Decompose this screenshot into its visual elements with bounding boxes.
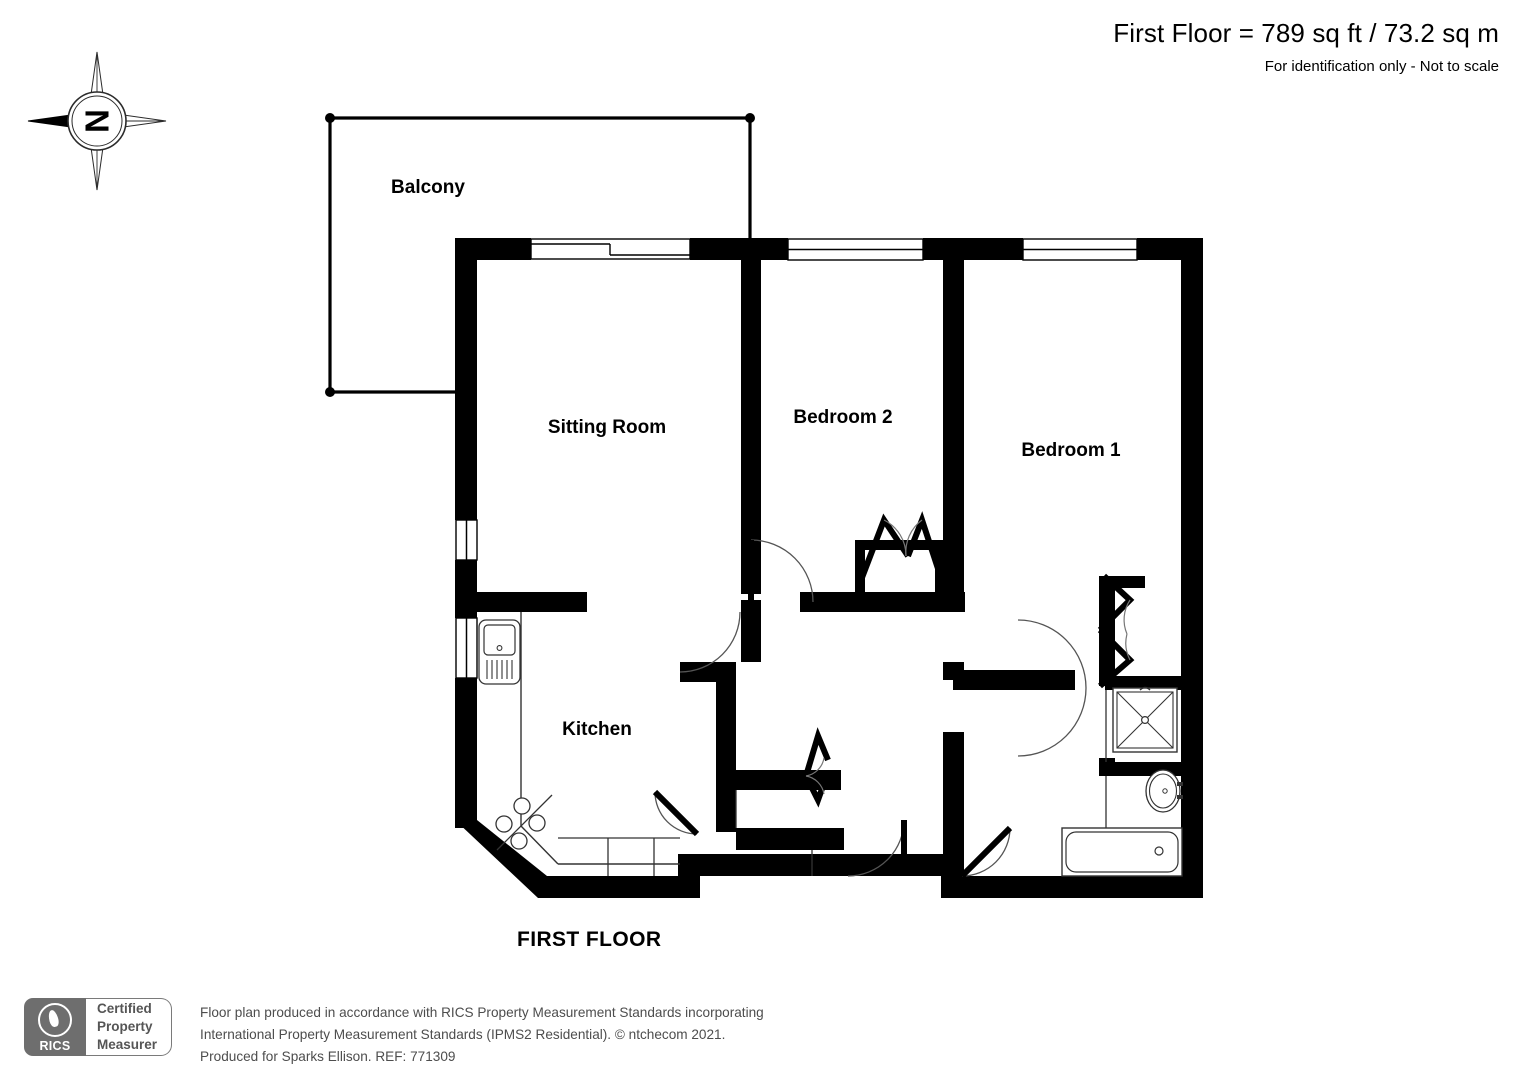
door-bathroom [959, 825, 1013, 879]
rics-line-2: Property [97, 1018, 153, 1034]
footer-disclaimer: Floor plan produced in accordance with R… [200, 998, 764, 1068]
exterior-walls [455, 238, 1203, 898]
svg-text:N: N [79, 109, 116, 133]
page-title: First Floor = 789 sq ft / 73.2 sq m [1113, 18, 1499, 48]
room-label-balcony: Balcony [391, 177, 465, 198]
door-hall-cupboard [760, 727, 831, 808]
door-kitchen [679, 611, 741, 673]
rics-emblem-icon [38, 1002, 72, 1037]
door-store [652, 789, 700, 837]
window-sliding-door [530, 238, 691, 260]
page-subtitle: For identification only - Not to scale [1264, 58, 1499, 75]
balcony-corner-dot [325, 387, 335, 397]
header-block: First Floor = 789 sq ft / 73.2 sq m For … [1113, 18, 1499, 75]
footer-note-line-2: International Property Measurement Stand… [200, 1027, 726, 1043]
room-label-bedroom-1: Bedroom 1 [1021, 440, 1121, 461]
door-bedroom-1-wardrobe [1097, 573, 1135, 689]
floor-title: FIRST FLOOR [517, 928, 662, 951]
rics-logo-icon: RICS [24, 998, 86, 1056]
interior-walls [477, 238, 1183, 878]
door-sitting-room [748, 539, 814, 603]
door-hall-lower [847, 819, 907, 877]
compass-rose-north-icon: N [22, 46, 172, 196]
kitchen-hob [495, 797, 546, 850]
doors [652, 511, 1135, 879]
rics-wordmark: RICS [39, 1038, 71, 1053]
bathroom-fittings [1061, 686, 1183, 877]
rics-certification-badge: RICS Certified Property Measurer [24, 998, 173, 1056]
balcony-corner-dot [745, 113, 755, 123]
room-label-bedroom-2: Bedroom 2 [793, 407, 893, 428]
rics-badge-text: Certified Property Measurer [86, 998, 173, 1056]
bathroom-bath [1061, 827, 1183, 877]
kitchen-counter [558, 837, 680, 876]
kitchen-fittings [478, 612, 680, 876]
kitchen-sink [478, 619, 521, 685]
door-bedroom-2 [855, 511, 948, 591]
window-sitting-room-upper [455, 519, 478, 561]
room-label-kitchen: Kitchen [562, 719, 632, 740]
footer-note-line-3: Produced for Sparks Ellison. REF: 771309 [200, 1049, 456, 1065]
plan-thin-details [735, 790, 813, 876]
balcony-outline [328, 116, 752, 394]
bathroom-shower [1112, 686, 1178, 753]
rics-line-3: Measurer [97, 1037, 158, 1053]
window-bedroom-2 [787, 238, 924, 261]
window-bedroom-1 [1022, 238, 1138, 261]
window-kitchen [455, 617, 478, 679]
footer-note-line-1: Floor plan produced in accordance with R… [200, 1005, 764, 1020]
rics-line-1: Certified [97, 1000, 152, 1016]
door-bedroom-1 [1017, 619, 1087, 757]
footer: RICS Certified Property Measurer Floor p… [24, 998, 764, 1068]
balcony-corner-dot [325, 113, 335, 123]
room-label-sitting-room: Sitting Room [547, 417, 667, 438]
bathroom-basin [1145, 769, 1183, 813]
